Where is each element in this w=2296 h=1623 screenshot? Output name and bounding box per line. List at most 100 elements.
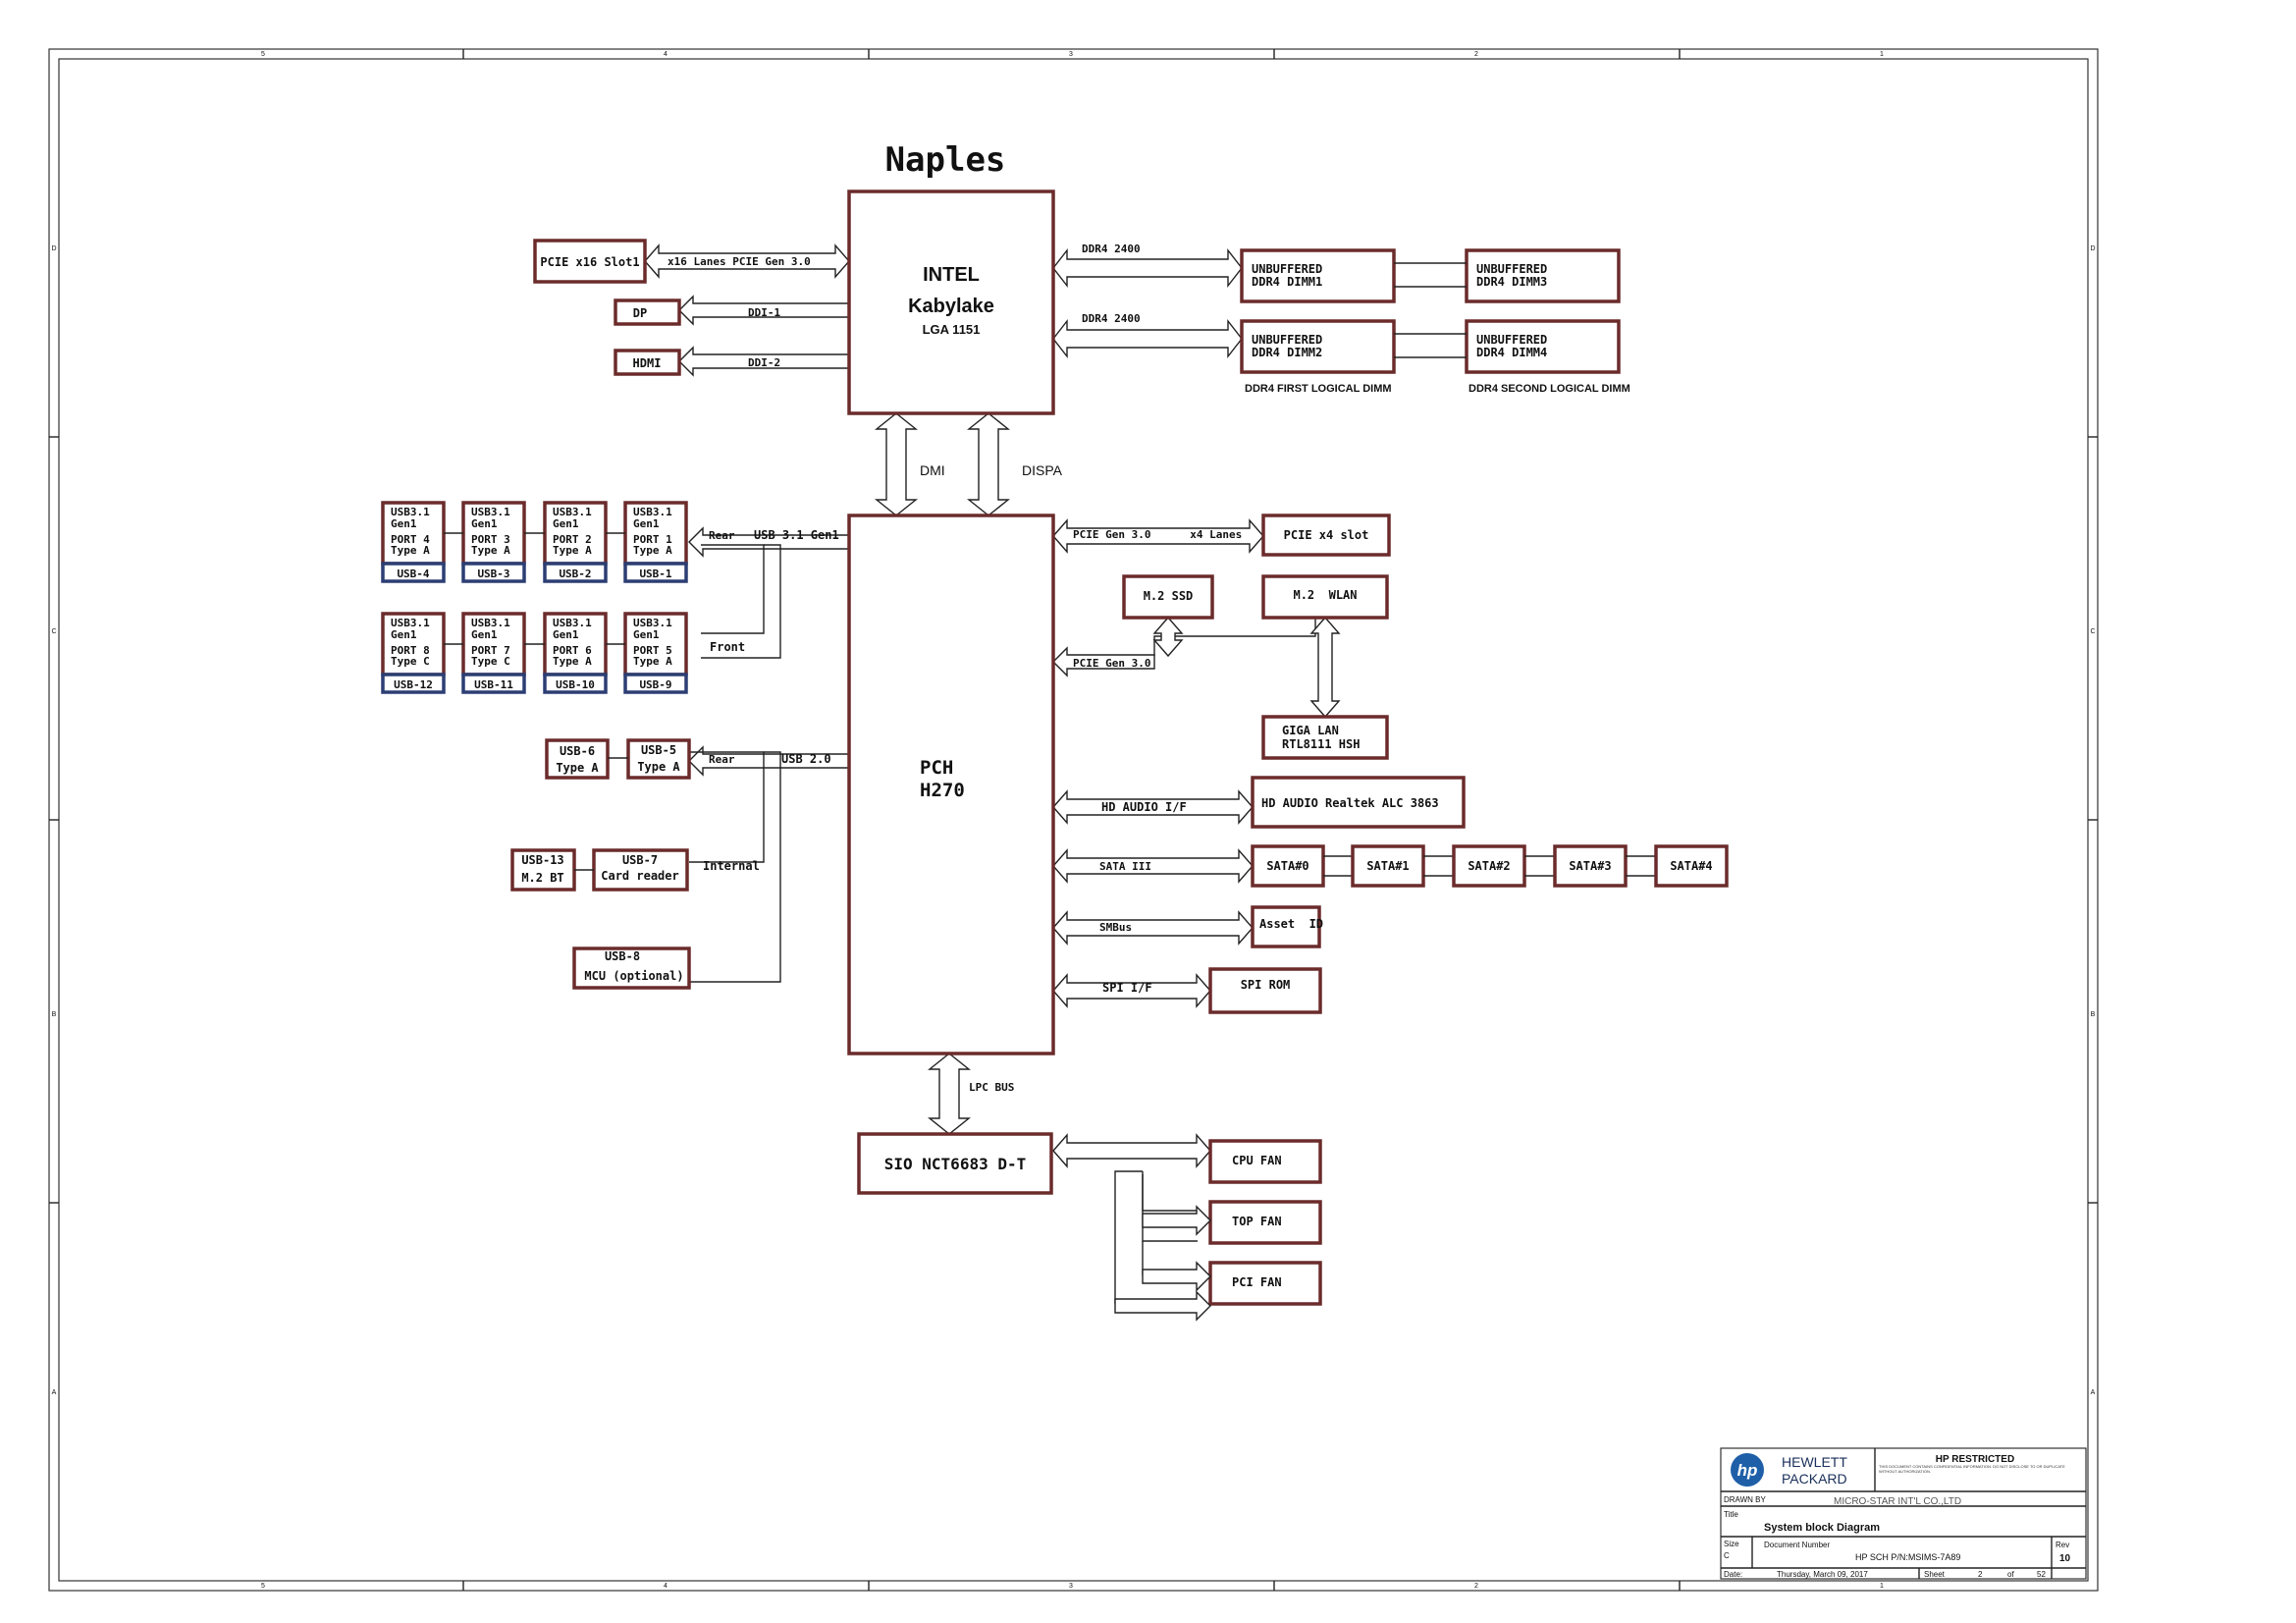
pcie-gen3-bus bbox=[1052, 646, 1155, 677]
usb31-port-text: Type A bbox=[633, 544, 672, 557]
usb31-port-text: Type A bbox=[391, 544, 430, 557]
frame-col-label: 4 bbox=[664, 51, 667, 58]
dimm1[interactable]: UNBUFFERED DDR4 DIMM1 bbox=[1240, 248, 1396, 303]
fan-bus bbox=[1114, 1290, 1211, 1322]
usb6-port[interactable]: USB-6 Type A bbox=[545, 738, 610, 780]
usb20-link-label: USB 2.0 bbox=[781, 752, 831, 766]
m2-wlan-label: M.2 WLAN bbox=[1293, 588, 1357, 602]
frame-row-label: D bbox=[2090, 245, 2095, 252]
usb31-port-text: Type C bbox=[391, 655, 430, 668]
usb31-port-text: Type C bbox=[471, 655, 510, 668]
sata-port[interactable]: SATA#2 bbox=[1452, 844, 1526, 888]
sheet-value: 2 bbox=[1978, 1570, 1983, 1579]
dimm2[interactable]: UNBUFFERED DDR4 DIMM2 bbox=[1240, 319, 1396, 374]
docnum-label: Document Number bbox=[1764, 1541, 1830, 1549]
sio-chip[interactable]: SIO NCT6683 D-T bbox=[857, 1132, 1053, 1195]
drawn-by-value: MICRO-STAR INT'L CO.,LTD bbox=[1834, 1496, 1961, 1507]
spi-rom[interactable]: SPI ROM bbox=[1208, 967, 1322, 1014]
rear-usb20-label: Rear bbox=[709, 753, 735, 766]
usb5-port[interactable]: USB-5 Type A bbox=[626, 738, 691, 780]
m2-ssd[interactable]: M.2 SSD bbox=[1122, 574, 1214, 620]
hdmi-label: HDMI bbox=[633, 356, 662, 370]
dp-port[interactable]: DP bbox=[614, 298, 681, 326]
fan-label: PCI FAN bbox=[1232, 1275, 1282, 1289]
frame-row-label: A bbox=[52, 1389, 57, 1396]
pcie-x16-slot[interactable]: PCIE x16 Slot1 bbox=[533, 239, 647, 284]
sata-port-label: SATA#2 bbox=[1468, 859, 1510, 873]
pcie-x4-link-label: PCIE Gen 3.0 x4 Lanes bbox=[1073, 528, 1242, 541]
frame-col-label: 2 bbox=[1474, 1583, 1478, 1590]
bus-arrows bbox=[644, 243, 1341, 1168]
usb6-type: Type A bbox=[556, 761, 599, 775]
sata-port[interactable]: SATA#0 bbox=[1251, 844, 1325, 888]
pch-block[interactable]: PCH H270 bbox=[847, 514, 1055, 1055]
docnum-value: HP SCH P/N:MSIMS-7A89 bbox=[1855, 1552, 1960, 1562]
rev-label: Rev bbox=[2056, 1541, 2069, 1549]
pcie-x4-slot[interactable]: PCIE x4 slot bbox=[1261, 514, 1391, 557]
fan-control-bus bbox=[1052, 1133, 1211, 1168]
dimm3-type: UNBUFFERED bbox=[1476, 262, 1547, 276]
usb31-port-text: PORT 3 bbox=[471, 533, 510, 546]
sata-port[interactable]: SATA#3 bbox=[1553, 844, 1628, 888]
usb31-port-text: USB3.1 bbox=[633, 506, 672, 518]
hdmi-port[interactable]: HDMI bbox=[614, 349, 681, 376]
sata-port-label: SATA#3 bbox=[1569, 859, 1611, 873]
usb31-port-caption: USB-1 bbox=[639, 568, 671, 580]
sata-port[interactable]: SATA#4 bbox=[1654, 844, 1729, 888]
of-label: of bbox=[2007, 1570, 2014, 1579]
asset-id-label: Asset ID bbox=[1259, 917, 1323, 931]
giga-lan-label: GIGA LAN bbox=[1282, 724, 1339, 737]
usb13-bt[interactable]: USB-13 M.2 BT bbox=[510, 848, 576, 892]
m2-wlan[interactable]: M.2 WLAN bbox=[1261, 574, 1389, 620]
dimm4[interactable]: UNBUFFERED DDR4 DIMM4 bbox=[1465, 319, 1621, 374]
fan-header[interactable]: CPU FAN bbox=[1208, 1139, 1322, 1184]
fan-header[interactable]: PCI FAN bbox=[1208, 1261, 1322, 1306]
frame-row-label: B bbox=[2091, 1011, 2096, 1018]
usb31-port-text: Gen1 bbox=[471, 517, 498, 530]
ddr-channel-a-bus bbox=[1052, 247, 1243, 289]
usb31-port-text: PORT 6 bbox=[553, 644, 592, 657]
cpu-codename: Kabylake bbox=[908, 296, 994, 317]
sata-bus bbox=[1052, 848, 1254, 884]
dmi-label: DMI bbox=[920, 462, 945, 478]
sata-port-label: SATA#4 bbox=[1670, 859, 1712, 873]
company-name-2: PACKARD bbox=[1782, 1471, 1847, 1487]
usb7-card-reader[interactable]: USB-7 Card reader bbox=[592, 848, 689, 892]
pcie-gen3-link-label: PCIE Gen 3.0 bbox=[1073, 657, 1150, 670]
lpc-bus bbox=[928, 1053, 971, 1135]
usb31-port-caption: USB-11 bbox=[474, 678, 513, 691]
ddr-channel-b-bus bbox=[1052, 318, 1243, 359]
fan-header[interactable]: TOP FAN bbox=[1208, 1200, 1322, 1245]
usb31-port-text: Type A bbox=[633, 655, 672, 668]
usb31-port-text: PORT 4 bbox=[391, 533, 430, 546]
lan-wlan-link bbox=[1309, 616, 1341, 719]
dimm3[interactable]: UNBUFFERED DDR4 DIMM3 bbox=[1465, 248, 1621, 303]
frame-row-label: C bbox=[2090, 628, 2095, 635]
giga-lan[interactable]: GIGA LAN RTL8111 HSH bbox=[1261, 715, 1389, 760]
asset-id[interactable]: Asset ID bbox=[1251, 905, 1323, 948]
dimm2-type: UNBUFFERED bbox=[1252, 333, 1322, 347]
pcie-ssd-wlan-link bbox=[1153, 618, 1316, 656]
usb8-mcu[interactable]: USB-8 MCU (optional) bbox=[572, 947, 691, 990]
usb8-type: MCU (optional) bbox=[584, 969, 683, 983]
usb7-type: Card reader bbox=[601, 869, 678, 883]
sata-port[interactable]: SATA#1 bbox=[1351, 844, 1425, 888]
pcie-x16-slot-label: PCIE x16 Slot1 bbox=[540, 255, 639, 269]
size-value: C bbox=[1724, 1551, 1730, 1560]
usb7-name: USB-7 bbox=[622, 853, 658, 867]
m2-ssd-link bbox=[1152, 616, 1184, 658]
cpu-block[interactable]: INTEL Kabylake LGA 1151 bbox=[847, 189, 1055, 415]
hd-audio-codec[interactable]: HD AUDIO Realtek ALC 3863 bbox=[1251, 776, 1466, 829]
usb6-name: USB-6 bbox=[560, 744, 595, 758]
usb5-name: USB-5 bbox=[641, 743, 676, 757]
frame-row-label: D bbox=[51, 245, 56, 252]
title-label: Title bbox=[1724, 1510, 1738, 1519]
